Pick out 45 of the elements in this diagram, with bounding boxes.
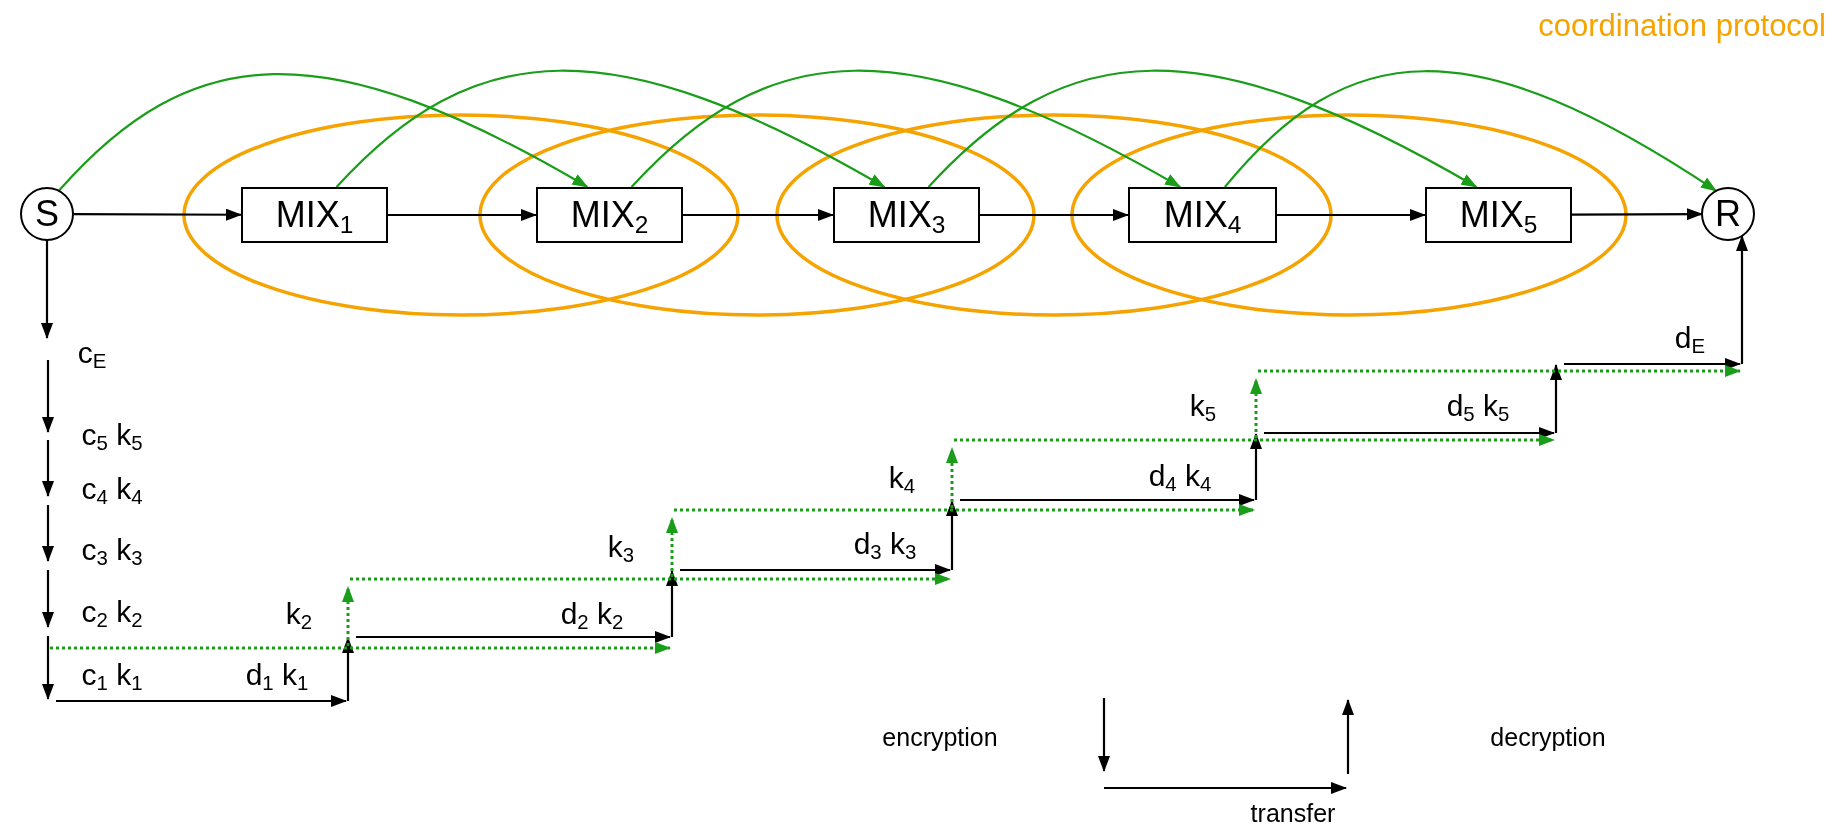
node-label: MIX$_{4}$	[1163, 197, 1242, 233]
legend-label: transfer	[1250, 800, 1336, 828]
curved-arrow	[58, 73, 589, 192]
mix-box	[241, 187, 388, 243]
curved-arrow	[630, 69, 1181, 188]
message-label: c$_{2}$ k$_{2}$	[81, 594, 143, 628]
mix-box	[833, 187, 980, 243]
message-label: c$_{1}$ k$_{1}$	[81, 657, 143, 691]
message-label: c$_{4}$ k$_{4}$	[81, 471, 143, 505]
message-label: d$_{3}$ k$_{3}$	[853, 526, 917, 560]
message-label: d$_{4}$ k$_{4}$	[1148, 458, 1212, 492]
message-label: d$_{5}$ k$_{5}$	[1446, 388, 1510, 422]
message-label: c$_{3}$ k$_{3}$	[81, 532, 143, 566]
curved-arrow	[927, 69, 1478, 188]
mix-box	[536, 187, 683, 243]
arrow	[1572, 208, 1703, 221]
message-label: k$_{3}$	[607, 529, 635, 563]
node-label: MIX$_{3}$	[867, 197, 946, 233]
legend-label: decryption	[1490, 724, 1606, 752]
group-caption: coordination protocol	[1538, 8, 1826, 44]
mix-box	[1128, 187, 1277, 243]
curved-arrow	[335, 69, 886, 188]
message-label: d$_{E}$	[1674, 320, 1706, 354]
arrow	[1277, 209, 1426, 221]
curved-arrow	[1224, 70, 1718, 192]
encryption-arrow	[41, 240, 53, 339]
arrow	[388, 209, 537, 221]
message-label: c$_{5}$ k$_{5}$	[81, 417, 143, 451]
message-label: k$_{4}$	[888, 460, 916, 494]
node-label: MIX$_{2}$	[570, 197, 649, 233]
message-label: k$_{2}$	[285, 596, 313, 630]
node-label: MIX$_{1}$	[275, 197, 354, 233]
arrow	[980, 209, 1129, 221]
node-label: S	[35, 196, 59, 232]
message-label: d$_{2}$ k$_{2}$	[560, 596, 624, 630]
arrow	[683, 209, 834, 221]
message-label: d$_{1}$ k$_{1}$	[245, 657, 309, 691]
mix-box	[1425, 187, 1572, 243]
node-label: R	[1715, 196, 1741, 232]
legend-label: encryption	[882, 724, 998, 752]
message-label: k$_{5}$	[1189, 388, 1217, 422]
decryption-arrow	[1736, 234, 1748, 364]
arrow	[73, 208, 242, 221]
message-label: c$_{E}$	[77, 335, 107, 369]
node-label: MIX$_{5}$	[1459, 197, 1538, 233]
